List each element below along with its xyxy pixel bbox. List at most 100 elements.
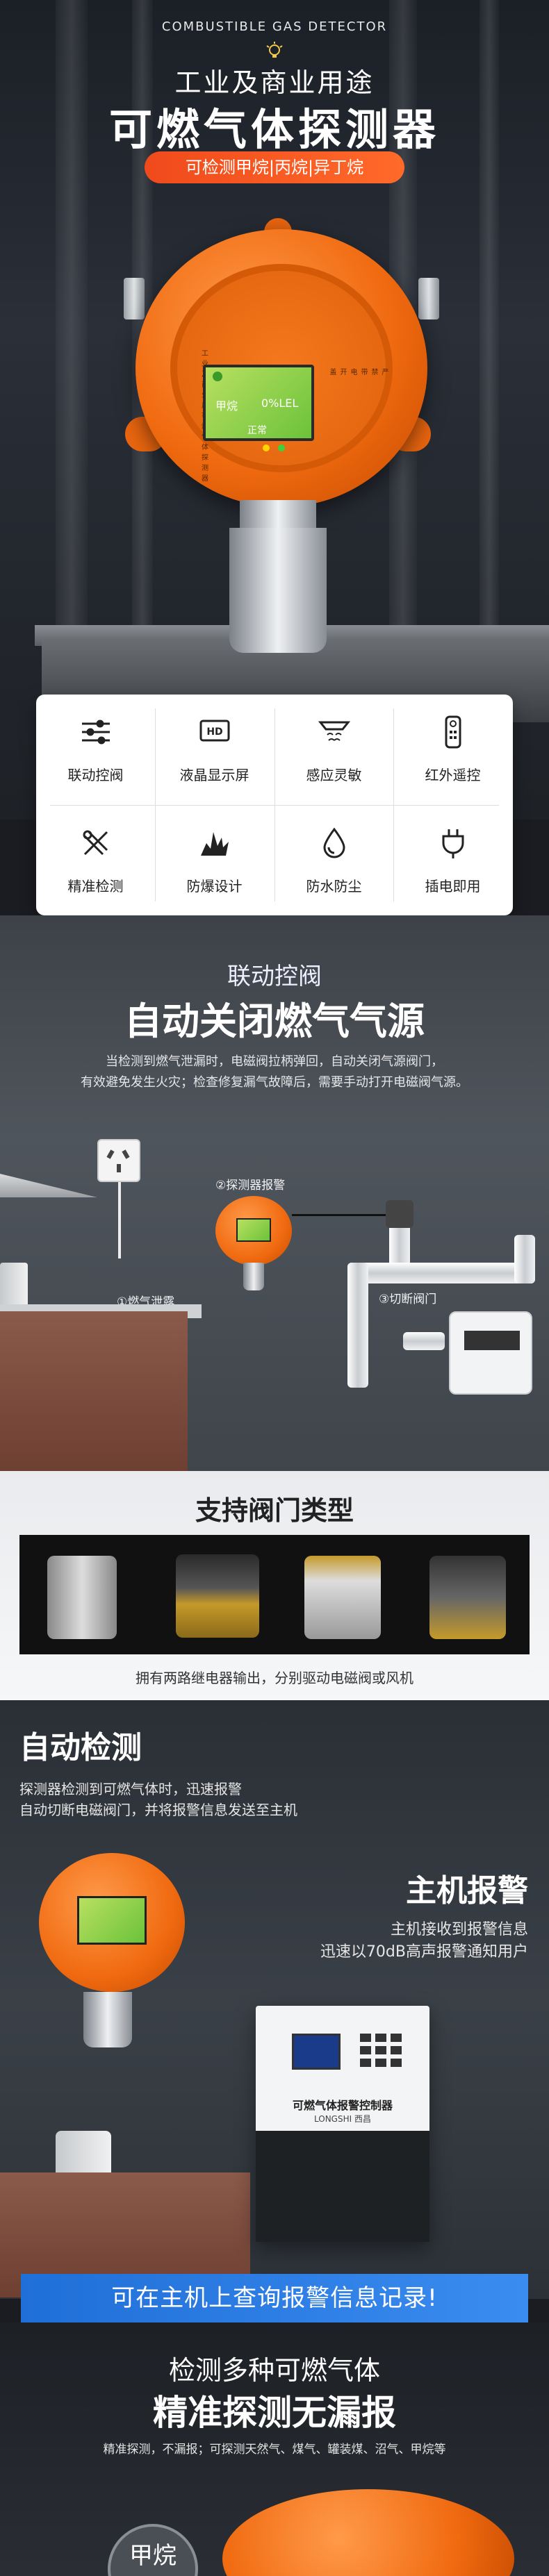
auto-detector-lcd [77,1896,147,1945]
feature-label: 插电即用 [425,878,481,895]
divider [393,708,394,901]
valve-image-1 [47,1556,117,1639]
range-hood [0,1174,97,1197]
multi-gas-title: 精准探测无漏报 [153,2393,396,2433]
divider [155,708,156,901]
feature-item: 防爆设计 [155,806,274,910]
signal-cable [292,1214,396,1216]
host-alarm-line2: 迅速以70dB高声报警通知用户 [320,1943,528,1961]
linkage-section: 联动控阀 自动关闭燃气气源 当检测到燃气泄漏时，电磁阀拉柄弹回，自动关闭气源阀门… [0,915,549,1471]
feature-item: 联动控阀 [36,695,155,799]
label-detector-alarm: ②探测器报警 [215,1179,286,1193]
gas-pipe [514,1235,535,1283]
auto-detector [39,1853,185,1992]
feature-item: 精准检测 [36,806,155,910]
feature-label: 红外遥控 [425,767,481,783]
valve-image-4 [429,1556,506,1639]
gas-pipe [403,1332,445,1350]
valve-image-2 [176,1554,259,1638]
hero-title-line2: 可燃气体探测器 [108,104,440,155]
precision-icon [83,830,108,856]
feature-label: 精准检测 [67,878,124,895]
host-alarm-line1: 主机接收到报警信息 [390,1921,528,1938]
feature-card: 联动控阀 HD 液晶显示屏 感应灵敏 红外遥控 精准检测 [36,695,513,915]
panel-brand: LONGSHI 西昌 [314,2114,371,2124]
auto-detect-title: 自动检测 [19,1730,142,1765]
valve-gallery [19,1535,530,1654]
lcd-reading: 0%LEL [261,397,299,410]
valve-types-section: 支持阀门类型 拥有两路继电器输出，分别驱动电磁阀或风机 [0,1471,549,1700]
linkage-desc-line2: 有效避免发生火灾；检查修复漏气故障后，需要手动打开电磁阀气源。 [81,1075,468,1090]
multi-gas-kicker: 检测多种可燃气体 [168,2355,380,2386]
gas-pipe [389,1221,410,1270]
sensor-icon [318,721,351,741]
feature-label: 液晶显示屏 [179,767,249,783]
feature-label: 感应灵敏 [306,767,362,783]
kettle [0,1263,28,1304]
auto-detector-sensor [83,1992,132,2047]
gas-meter-display [464,1331,520,1350]
multi-gas-section: 检测多种可燃气体 精准探测无漏报 精准探测，不漏报；可探测天然气、煤气、罐装煤、… [0,2322,549,2576]
valve-types-title: 支持阀门类型 [195,1495,354,1526]
detector-ear-right [418,278,439,319]
detector-side-text: 严禁带电开盖 [328,368,388,375]
waterproof-icon [323,827,345,858]
indicator-led-icon [263,444,270,451]
panel-display [292,2034,341,2070]
feature-item: HD 液晶显示屏 [155,695,274,799]
hero-subtitle-en: COMBUSTIBLE GAS DETECTOR [161,19,388,34]
panel-lower [256,2131,429,2242]
lcd-status: 正常 [247,425,267,436]
feature-label: 防水防尘 [306,878,362,895]
valve-image-3 [304,1556,381,1639]
feature-item: 插电即用 [393,806,512,910]
divider [274,708,275,901]
svg-text:HD: HD [206,726,222,738]
wall-outlet [97,1139,140,1182]
gas-type-label: 甲烷 [129,2542,177,2570]
kettle [56,2131,111,2172]
hero-gas-badge: 可检测甲烷|丙烷|异丁烷 [145,151,404,183]
multi-gas-desc: 精准探测，不漏报；可探测天然气、煤气、罐装煤、沼气、甲烷等 [103,2443,446,2457]
alarm-control-panel: 可燃气体报警控制器 LONGSHI 西昌 [256,2006,429,2242]
auto-detect-desc-line1: 探测器检测到可燃气体时，迅速报警 [19,1781,242,1797]
hero-title-line1: 工业及商业用途 [174,67,375,98]
plug-icon [442,829,464,858]
detector-neck [240,500,316,528]
gas-type-badge: 甲烷 [108,2524,198,2576]
feature-label: 防爆设计 [186,878,243,895]
bottom-detector [222,2489,514,2576]
power-cable [118,1182,121,1258]
feature-label: 联动控阀 [67,767,124,783]
light-stripe [56,0,88,695]
sliders-icon [82,720,110,745]
label-shutoff-valve: ③切断阀门 [379,1293,437,1306]
linkage-title: 自动关闭燃气气源 [124,999,425,1043]
status-led-icon [213,372,222,381]
auto-detect-desc-line2: 自动切断电磁阀门，并将报警信息发送至主机 [19,1802,297,1818]
lightbulb-icon [266,42,283,58]
indicator-led-icon [278,444,285,451]
feature-item: 感应灵敏 [274,695,393,799]
detector-lcd: 甲烷 0%LEL 正常 [203,365,314,441]
light-stripe [480,0,499,695]
lcd-gas-name: 甲烷 [215,399,238,413]
auto-detect-section: 自动检测 探测器检测到可燃气体时，迅速报警 自动切断电磁阀门，并将报警信息发送至… [0,1700,549,2299]
hd-display-icon: HD [199,720,230,742]
solenoid-valve [386,1200,413,1228]
linkage-kicker: 联动控阀 [227,963,322,990]
small-detector [215,1196,292,1265]
query-banner: 可在主机上查询报警信息记录! [21,2274,528,2322]
feature-item: 红外遥控 [393,695,512,799]
gas-pipe [347,1263,535,1283]
panel-keypad [360,2034,409,2075]
gas-pipe [347,1263,368,1388]
small-detector-sensor [243,1263,264,1290]
detector-sensor-head [229,528,327,653]
small-detector-lcd [236,1218,271,1242]
kitchen-cabinet [0,1311,188,1471]
host-alarm-title: 主机报警 [406,1873,528,1909]
panel-name: 可燃气体报警控制器 [292,2099,393,2112]
valve-footnote: 拥有两路继电器输出，分别驱动电磁阀或风机 [136,1670,413,1686]
detector-ear-left [124,278,145,319]
